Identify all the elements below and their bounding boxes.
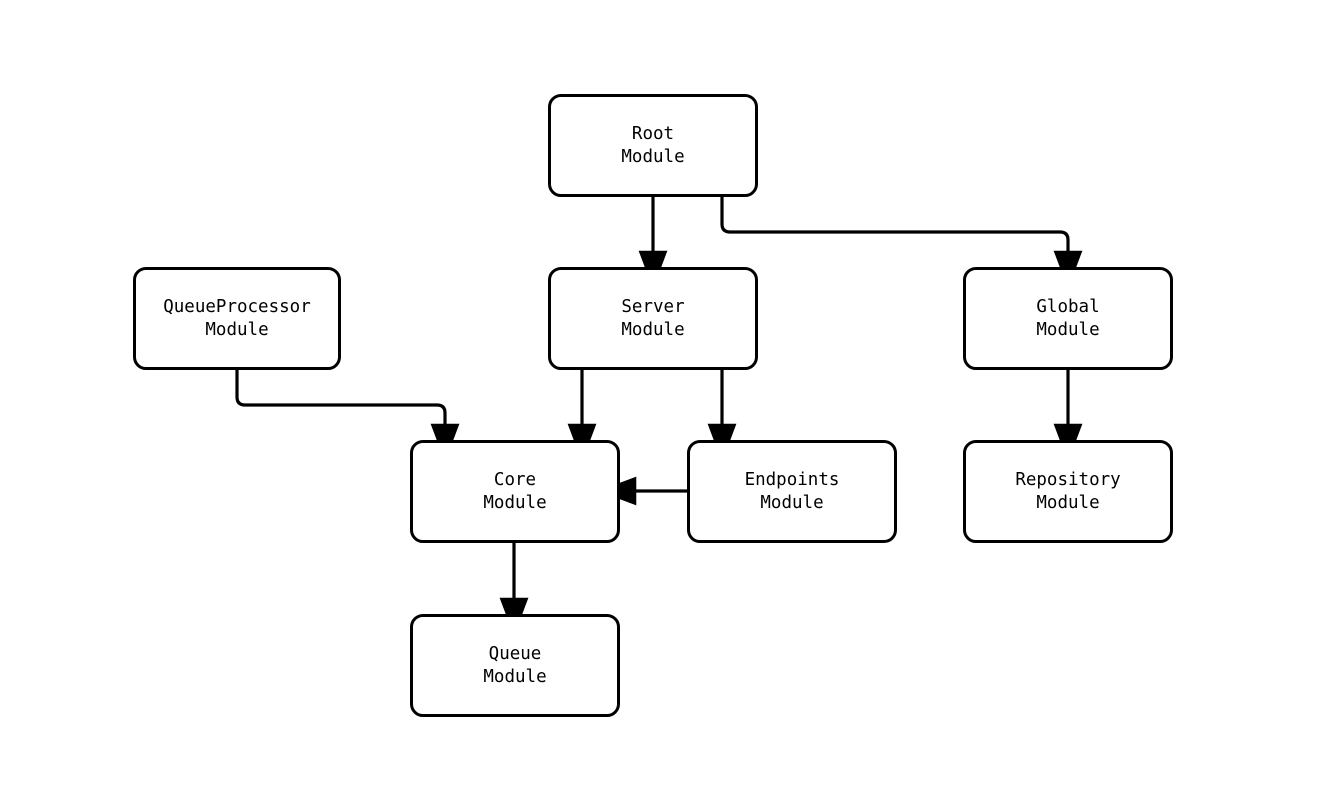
- node-label-line2: Module: [483, 666, 547, 687]
- node-root-module[interactable]: Root Module: [548, 94, 758, 197]
- node-label-line2: Module: [1036, 492, 1100, 513]
- node-label-line1: Server: [621, 296, 685, 317]
- node-label-line1: Queue: [488, 643, 542, 664]
- node-global-module[interactable]: Global Module: [963, 267, 1173, 370]
- node-repository-module[interactable]: Repository Module: [963, 440, 1173, 543]
- node-label-line2: Module: [760, 492, 824, 513]
- node-label-line1: Core: [493, 469, 537, 490]
- node-label-line2: Module: [1036, 319, 1100, 340]
- node-label-line1: Repository: [1015, 469, 1121, 490]
- node-label-line1: Global: [1036, 296, 1100, 317]
- node-label-line1: Endpoints: [744, 469, 840, 490]
- node-core-module[interactable]: Core Module: [410, 440, 620, 543]
- node-label-line2: Module: [205, 319, 269, 340]
- node-endpoints-module[interactable]: Endpoints Module: [687, 440, 897, 543]
- node-label-line1: QueueProcessor: [163, 296, 311, 317]
- edge-queueprocessor-to-core: [235, 370, 460, 463]
- node-queueprocessor-module[interactable]: QueueProcessor Module: [133, 267, 341, 370]
- edge-root-to-global: [720, 197, 1083, 290]
- node-label-line2: Module: [621, 146, 685, 167]
- node-label-line2: Module: [621, 319, 685, 340]
- node-queue-module[interactable]: Queue Module: [410, 614, 620, 717]
- node-label-line1: Root: [631, 123, 675, 144]
- node-server-module[interactable]: Server Module: [548, 267, 758, 370]
- node-label-line2: Module: [483, 492, 547, 513]
